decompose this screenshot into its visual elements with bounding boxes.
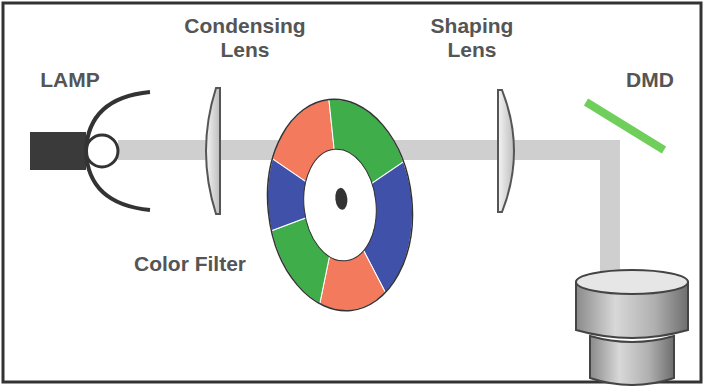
part-label: Condensing Lens (178, 14, 313, 62)
part-label: LAMP (40, 68, 100, 92)
light-beam (600, 140, 620, 280)
projection-lens (590, 336, 674, 385)
shaping-lens (498, 90, 514, 212)
frame (3, 3, 701, 382)
condensing-lens (206, 88, 220, 214)
lamp-reflector (86, 92, 150, 210)
part-label: DMD (626, 68, 674, 92)
lamp-bulb (86, 135, 118, 167)
projection-lens (576, 270, 688, 294)
part-label: Color Filter (134, 252, 246, 276)
dmd-mirror (586, 102, 664, 150)
part-label: Shaping Lens (415, 14, 530, 62)
lamp-base (30, 132, 86, 170)
color-wheel (257, 92, 422, 318)
